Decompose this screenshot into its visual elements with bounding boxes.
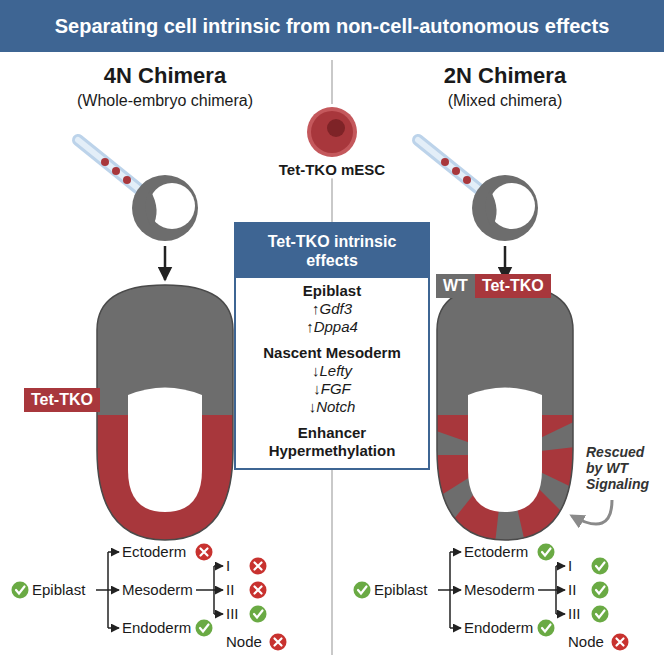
genotype-tag: Tet-TKO	[475, 274, 551, 298]
rescue-arrow	[572, 500, 612, 524]
cross-mark	[270, 634, 287, 651]
check-mark	[250, 606, 267, 623]
lineage-label: Ectoderm	[464, 543, 528, 560]
lineage-label: II	[568, 581, 576, 598]
tag-text: Tet-TKO	[31, 391, 93, 409]
blastocyst-injection	[418, 140, 538, 280]
divider	[331, 60, 333, 104]
check-mark	[592, 606, 609, 623]
lineage-label: Endoderm	[464, 619, 533, 636]
mesc-cell	[307, 107, 357, 157]
box-item: Epiblast	[236, 282, 428, 300]
lineage-label: I	[226, 557, 230, 574]
lineage-label: Epiblast	[32, 581, 85, 598]
lineage-tree	[96, 552, 223, 628]
box-item: Enhancer Hypermethylation	[236, 424, 428, 460]
title: Separating cell intrinsic from non-cell-…	[6, 0, 658, 52]
panel-heading: 4N Chimera	[104, 63, 226, 88]
lineage-label: Node	[568, 633, 604, 650]
check-mark	[592, 558, 609, 575]
lineage-tree	[438, 552, 565, 628]
cross-mark	[612, 634, 629, 651]
genotype-tag: WT	[436, 274, 475, 298]
lineage-label: III	[226, 605, 239, 622]
lineage-label: Ectoderm	[122, 543, 186, 560]
lineage-label: Epiblast	[374, 581, 427, 598]
genotype-tag: Tet-TKO	[24, 388, 100, 412]
box-item: ↑Dppa4	[236, 318, 428, 336]
box-heading: Tet-TKO intrinsic effects	[236, 224, 428, 278]
cross-mark	[196, 544, 213, 561]
panel-heading: (Mixed chimera)	[448, 92, 563, 110]
summary-box: Tet-TKO intrinsic effectsEpiblast↑Gdf3↑D…	[234, 222, 430, 470]
check-mark	[538, 620, 555, 637]
lineage-label: Endoderm	[122, 619, 191, 636]
lineage-label: Node	[226, 633, 262, 650]
box-item: ↑Gdf3	[236, 300, 428, 318]
embryo-4n	[90, 280, 240, 550]
box-item: ↓FGF	[236, 380, 428, 398]
tag-text: WT	[443, 277, 468, 295]
check-mark	[12, 582, 29, 599]
cross-mark	[250, 582, 267, 599]
lineage-label: I	[568, 557, 572, 574]
lineage-label: III	[568, 605, 581, 622]
check-mark	[354, 582, 371, 599]
panel-heading: 2N Chimera	[444, 63, 566, 88]
box-item: ↓Notch	[236, 398, 428, 416]
blastocyst-injection	[78, 140, 198, 280]
check-mark	[196, 620, 213, 637]
box-item: Nascent Mesoderm	[236, 344, 428, 362]
check-mark	[592, 582, 609, 599]
lineage-label: II	[226, 581, 234, 598]
cell-label: Tet-TKO mESC	[276, 161, 388, 178]
box-item: ↓Lefty	[236, 362, 428, 380]
check-mark	[538, 544, 555, 561]
annotation: Rescued by WT Signaling	[586, 444, 660, 492]
lineage-label: Mesoderm	[122, 581, 193, 598]
panel-heading: (Whole-embryo chimera)	[77, 92, 253, 110]
cross-mark	[250, 558, 267, 575]
tag-text: Tet-TKO	[482, 277, 544, 295]
lineage-label: Mesoderm	[464, 581, 535, 598]
